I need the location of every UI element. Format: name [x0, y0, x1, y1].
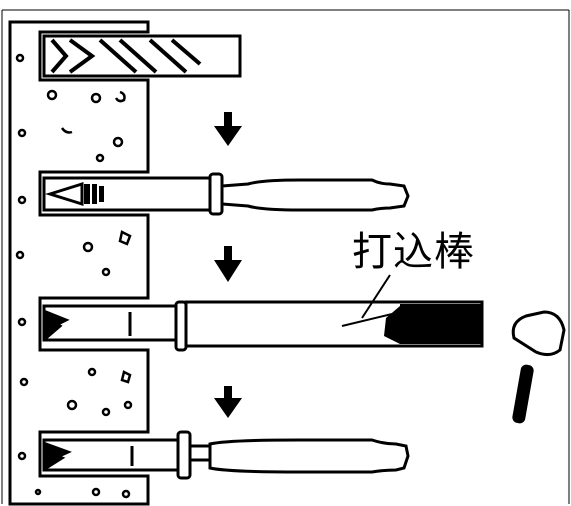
down-arrow-icon: [214, 112, 242, 146]
anchor-set: [42, 430, 410, 480]
drive-rod-label: 打込棒: [352, 229, 475, 275]
anchor-icon: [42, 172, 410, 216]
drill-bit-icon: [42, 34, 242, 78]
down-arrow-icon: [214, 246, 242, 282]
aggregate-specks: [15, 53, 133, 499]
anchor-expanded: [42, 300, 188, 352]
down-arrow-icon: [214, 386, 242, 418]
drive-rod-icon: [184, 300, 484, 348]
hammer-icon: [511, 310, 566, 424]
frame: [1, 9, 570, 504]
label-leader-line: [361, 274, 391, 319]
concrete-wall: [8, 20, 150, 506]
